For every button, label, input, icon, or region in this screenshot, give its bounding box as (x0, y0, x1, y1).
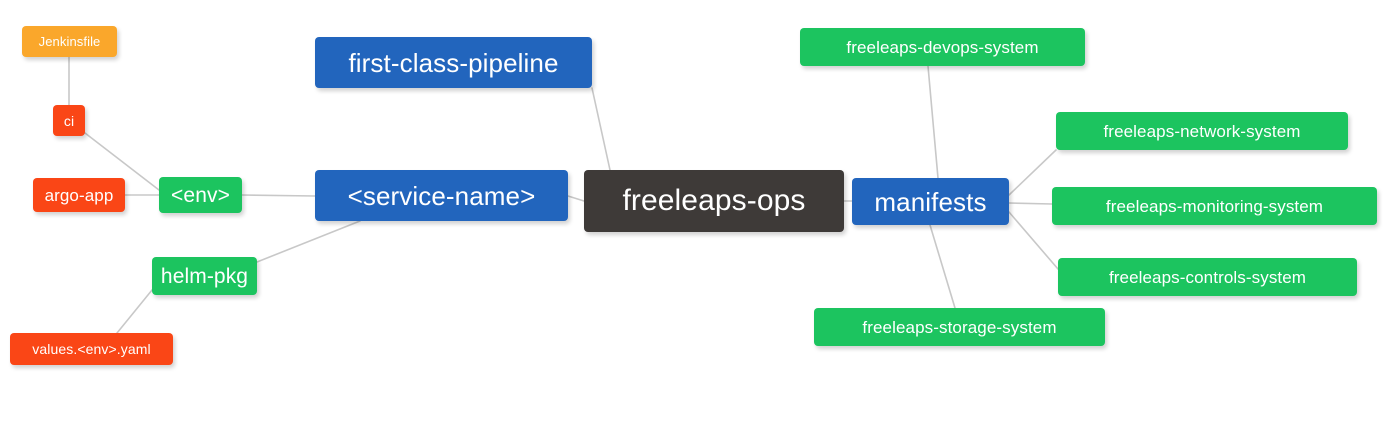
mindmap-node-label-storage: freeleaps-storage-system (862, 317, 1057, 337)
mindmap-node-root[interactable]: freeleaps-ops (584, 170, 844, 232)
edge-manifests-to-monitoring (1008, 202, 1053, 205)
mindmap-node-label-network: freeleaps-network-system (1103, 121, 1301, 141)
mindmap-node-label-root: freeleaps-ops (622, 184, 806, 217)
mindmap-node-helm[interactable]: helm-pkg (152, 257, 257, 295)
mindmap-node-argo[interactable]: argo-app (33, 178, 125, 212)
edge-manifests-to-network (1008, 149, 1057, 196)
mindmap-node-label-manifests: manifests (874, 186, 987, 217)
mindmap-node-label-values: values.<env>.yaml (32, 341, 151, 357)
mindmap-node-controls[interactable]: freeleaps-controls-system (1058, 258, 1357, 296)
mindmap-node-label-jenkinsfile: Jenkinsfile (38, 34, 101, 49)
mindmap-node-devops[interactable]: freeleaps-devops-system (800, 28, 1085, 66)
edge-service-to-helm (256, 220, 361, 263)
edge-root-to-service (567, 195, 585, 202)
mindmap-node-storage[interactable]: freeleaps-storage-system (814, 308, 1105, 346)
mindmap-node-pipeline[interactable]: first-class-pipeline (315, 37, 592, 88)
mindmap-node-manifests[interactable]: manifests (852, 178, 1009, 225)
mindmap-node-network[interactable]: freeleaps-network-system (1056, 112, 1348, 150)
mindmap-node-service[interactable]: <service-name> (315, 170, 568, 221)
mindmap-node-jenkinsfile[interactable]: Jenkinsfile (22, 26, 117, 57)
mindmap-node-label-pipeline: first-class-pipeline (348, 47, 559, 78)
edge-root-to-pipeline (591, 87, 611, 171)
mindmap-node-label-ci: ci (63, 112, 75, 129)
edge-manifests-to-storage (929, 224, 956, 309)
mindmap-node-label-argo: argo-app (44, 185, 114, 205)
mindmap-node-label-helm: helm-pkg (160, 264, 249, 288)
mindmap-node-values[interactable]: values.<env>.yaml (10, 333, 173, 365)
mindmap-node-label-service: <service-name> (347, 180, 536, 211)
edge-service-to-env (241, 194, 316, 197)
mindmap-node-label-env: <env> (171, 183, 230, 207)
mindmap-node-label-monitoring: freeleaps-monitoring-system (1105, 196, 1324, 216)
edge-manifests-to-controls (1008, 211, 1059, 270)
mindmap-node-label-devops: freeleaps-devops-system (846, 37, 1039, 57)
edge-helm-to-values (116, 289, 153, 334)
mindmap-node-ci[interactable]: ci (53, 105, 85, 136)
edge-manifests-to-devops (927, 65, 939, 179)
mindmap-node-monitoring[interactable]: freeleaps-monitoring-system (1052, 187, 1377, 225)
mindmap-node-label-controls: freeleaps-controls-system (1108, 267, 1307, 287)
mindmap-node-env[interactable]: <env> (159, 177, 242, 213)
